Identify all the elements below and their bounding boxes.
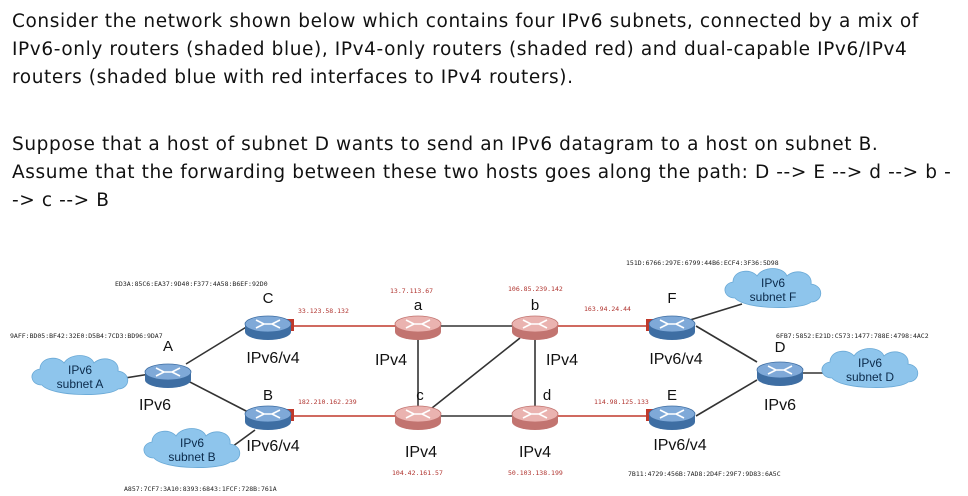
router-E-type: IPv6/v4 xyxy=(653,437,706,454)
question-paragraph-2: Suppose that a host of subnet D wants to… xyxy=(12,134,952,211)
router-D-ipv6-address: 6FB7:5852:E21D:C573:1477:788E:4798:4AC2 xyxy=(776,332,929,340)
subnet-B-cloud: IPv6 subnet B xyxy=(143,428,241,468)
router-C-type: IPv6/v4 xyxy=(246,350,299,367)
subnet-F-cloud: IPv6 subnet F xyxy=(724,268,822,308)
router-C xyxy=(244,315,292,341)
router-c-ipv4-address: 104.42.161.57 xyxy=(392,469,443,477)
router-F xyxy=(648,315,696,341)
router-A-ipv6-address: 9AFF:BD05:BF42:32E0:D5B4:7CD3:BD96:9DA7 xyxy=(10,332,163,340)
router-d-ipv4-address: 50.103.138.199 xyxy=(508,469,563,477)
router-a-ipv4-address: 13.7.113.67 xyxy=(390,287,433,295)
subnet-A-line2: subnet A xyxy=(57,377,104,391)
router-c-type: IPv4 xyxy=(405,444,437,461)
link-E-D xyxy=(695,379,758,417)
link-A-B xyxy=(185,379,249,413)
subnet-A-cloud: IPv6 subnet A xyxy=(31,355,129,395)
subnet-A-line1: IPv6 xyxy=(68,363,92,377)
router-F-type: IPv6/v4 xyxy=(649,351,702,368)
router-d xyxy=(511,405,559,431)
router-b-type: IPv4 xyxy=(546,352,578,369)
router-a xyxy=(394,315,442,341)
router-C-letter: C xyxy=(263,290,274,307)
router-C-ipv4-address: 33.123.58.132 xyxy=(298,307,349,315)
router-B-ipv6-address: A857:7CF7:3A10:8393:6843:1FCF:728B:761A xyxy=(124,485,277,493)
subnet-B-line2: subnet B xyxy=(168,450,215,464)
router-d-letter: d xyxy=(543,387,551,404)
network-diagram: IPv6 subnet A IPv6 subnet B IPv6 subnet … xyxy=(10,259,929,493)
router-B-type: IPv6/v4 xyxy=(246,438,299,455)
router-c xyxy=(394,405,442,431)
subnet-D-cloud: IPv6 subnet D xyxy=(821,348,919,388)
router-b xyxy=(511,315,559,341)
router-E xyxy=(648,405,696,431)
subnet-D-line2: subnet D xyxy=(846,370,894,384)
router-F-ipv6-address: 151D:6766:297E:6799:44B6:ECF4:3F36:5D98 xyxy=(626,259,779,267)
links xyxy=(112,303,836,453)
router-B-letter: B xyxy=(263,387,273,404)
router-E-letter: E xyxy=(667,387,677,404)
router-E-ipv4-address: 114.98.125.133 xyxy=(594,398,649,406)
link-F-D xyxy=(695,325,758,363)
router-F-letter: F xyxy=(667,290,676,307)
router-D-letter: D xyxy=(775,339,786,356)
router-d-type: IPv4 xyxy=(519,444,551,461)
router-A-type: IPv6 xyxy=(139,397,171,414)
router-a-letter: a xyxy=(414,297,423,314)
router-E-ipv6-address: 7B11:4729:456B:7AD8:2D4F:29F7:9D83:6A5C xyxy=(628,470,781,478)
subnet-F-line2: subnet F xyxy=(750,290,797,304)
link-subnetF-F xyxy=(689,303,743,321)
router-D-type: IPv6 xyxy=(764,397,796,414)
router-A-letter: A xyxy=(163,338,173,355)
router-B xyxy=(244,405,292,431)
subnet-B-line1: IPv6 xyxy=(180,436,204,450)
router-B-ipv4-address: 182.210.162.239 xyxy=(298,398,357,406)
subnet-D-line1: IPv6 xyxy=(858,356,882,370)
subnet-F-line1: IPv6 xyxy=(761,276,785,290)
router-b-ipv4-address: 106.85.239.142 xyxy=(508,285,563,293)
question-paragraph-1: Consider the network shown below which c… xyxy=(12,11,919,88)
router-b-letter: b xyxy=(531,297,539,314)
link-c-b xyxy=(431,337,521,409)
router-F-ipv4-address: 163.94.24.44 xyxy=(584,305,631,313)
router-a-type: IPv4 xyxy=(375,352,407,369)
router-A xyxy=(144,363,192,389)
router-D xyxy=(756,361,804,387)
router-c-letter: c xyxy=(416,387,424,404)
link-A-C xyxy=(185,325,249,365)
router-C-ipv6-address: ED3A:85C6:EA37:9D40:F377:4A58:B6EF:92D0 xyxy=(115,280,268,288)
